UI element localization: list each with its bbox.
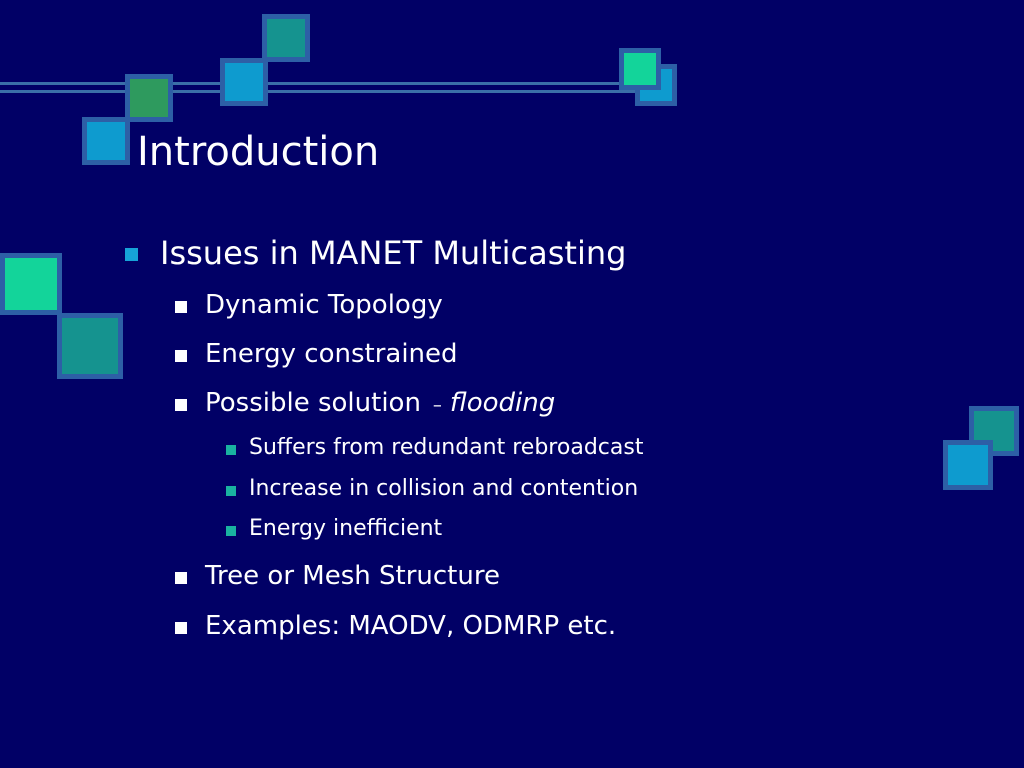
bullet-text: Energy constrained <box>205 339 458 369</box>
decorative-square <box>125 74 173 122</box>
bullet-text: Examples: MAODV, ODMRP etc. <box>205 611 617 641</box>
bullet-text-possible-solution: Possible solution–flooding <box>205 386 555 423</box>
decorative-line-bottom <box>0 90 640 93</box>
square-bullet-icon <box>175 622 187 634</box>
decorative-square <box>943 440 993 490</box>
slide-title: Introduction <box>137 129 380 175</box>
decorative-square <box>220 58 268 106</box>
decorative-square <box>262 14 310 62</box>
square-bullet-icon <box>175 572 187 584</box>
bullet-text: Issues in MANET Multicasting <box>160 234 627 272</box>
square-bullet-icon <box>226 445 236 455</box>
decorative-square <box>82 117 130 165</box>
decorative-line-top <box>0 82 640 85</box>
decorative-square <box>57 313 123 379</box>
bullet-text: Suffers from redundant rebroadcast <box>249 435 644 460</box>
square-bullet-icon <box>175 301 187 313</box>
square-bullet-icon <box>125 248 138 261</box>
bullet-text: Energy inefficient <box>249 516 443 541</box>
square-bullet-icon <box>226 526 236 536</box>
bullet-text-prefix: Possible solution <box>205 388 421 418</box>
bullet-text: Dynamic Topology <box>205 290 443 320</box>
square-bullet-icon <box>175 399 187 411</box>
bullet-text-emphasis: flooding <box>449 388 556 418</box>
decorative-square <box>619 48 661 90</box>
square-bullet-icon <box>175 350 187 362</box>
bullet-text: Increase in collision and contention <box>249 476 639 501</box>
square-bullet-icon <box>226 486 236 496</box>
decorative-square <box>0 253 62 315</box>
dash-separator: – <box>432 395 442 416</box>
bullet-text: Tree or Mesh Structure <box>205 561 500 591</box>
